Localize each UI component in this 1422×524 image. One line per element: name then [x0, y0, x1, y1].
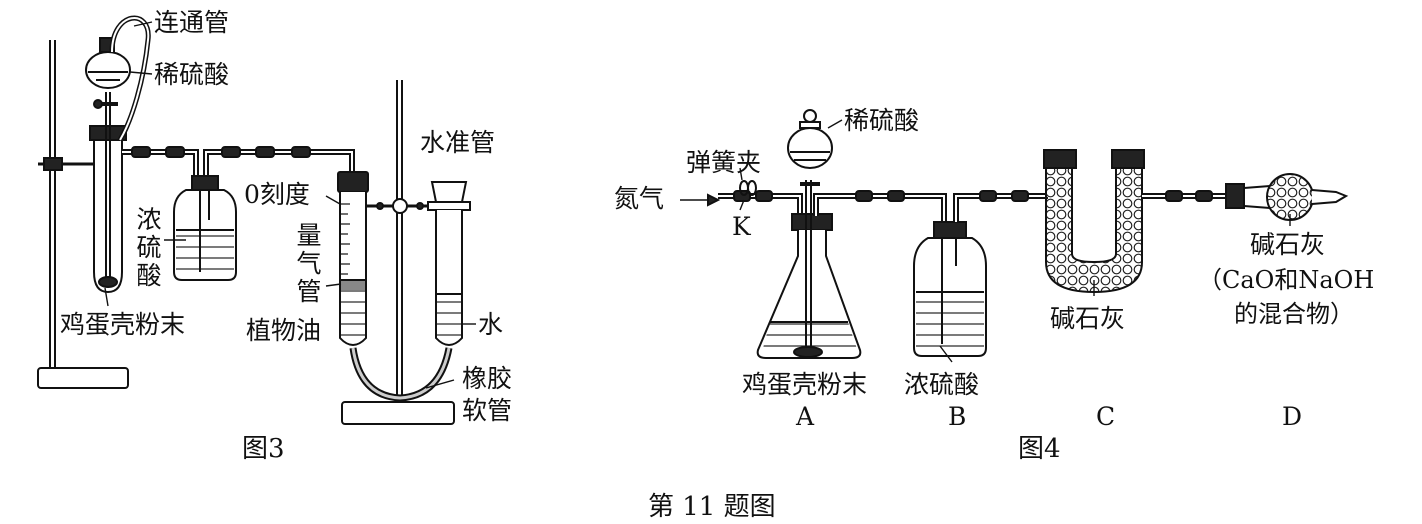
fig3-funnel: [85, 37, 131, 109]
fig3-rubber-tube-label-2: 软管: [462, 396, 513, 425]
fig4-soda-lime-c-label: 碱石灰: [1050, 304, 1126, 333]
fig3-zero-mark-label: 0刻度: [244, 180, 310, 209]
fig4-clip-k-label: K: [732, 212, 751, 241]
fig4-label-a: A: [796, 402, 815, 431]
fig3-level-tube-label: 水准管: [420, 128, 496, 157]
fig4-bottle-b: [913, 221, 987, 357]
fig3-eggshell-label: 鸡蛋壳粉末: [60, 310, 186, 339]
fig4-soda-lime-d-label: 碱石灰: [1250, 230, 1326, 259]
fig4-soda-lime-note-2: 的混合物）: [1234, 300, 1354, 328]
fig3-burette: [337, 171, 369, 346]
fig4-drying-tube: [1225, 173, 1349, 221]
fig3-burette-label: 量气管: [296, 221, 322, 306]
fig3-title: 图3: [242, 434, 285, 464]
fig4-spring-clip-label: 弹簧夹: [686, 148, 762, 177]
fig4-title: 图4: [1018, 434, 1061, 464]
fig4-nitrogen-label: 氮气: [614, 184, 665, 213]
fig3-water-label: 水: [478, 310, 504, 339]
fig4-label-c: C: [1096, 402, 1116, 431]
question-caption: 第 11 题图: [648, 492, 776, 522]
fig3-veg-oil-label: 植物油: [246, 316, 322, 345]
fig4-leaders: [739, 119, 1291, 363]
fig4-inlet: [680, 180, 803, 216]
fig4-label-d: D: [1282, 402, 1303, 431]
fig3-rubber-tube-label-1: 橡胶: [462, 364, 513, 393]
fig4-tube-ab: [813, 190, 947, 222]
fig3-connecting-tube-label: 连通管: [154, 8, 230, 37]
fig3-right-stand: [341, 80, 455, 425]
fig3-apparatus: [37, 15, 476, 425]
fig4-funnel: [787, 109, 833, 186]
fig4-tube-cd: [1142, 190, 1230, 202]
fig4-label-b: B: [948, 402, 967, 431]
fig3-leaders: [104, 21, 476, 389]
fig3-level-tube: [427, 181, 471, 346]
fig3-test-tube: [89, 92, 127, 294]
fig4-flask-a: [756, 180, 862, 359]
fig4-dilute-acid-label: 稀硫酸: [844, 106, 920, 135]
fig4-apparatus: [680, 109, 1349, 363]
fig3-dilute-acid-label: 稀硫酸: [154, 60, 230, 89]
fig4-eggshell-label: 鸡蛋壳粉末: [742, 370, 868, 399]
fig3-acid-bottle: [173, 175, 237, 281]
fig3-tubing: [122, 146, 355, 176]
fig4-tube-bc: [953, 190, 1048, 222]
fig4-soda-lime-note-1: （CaO和NaOH: [1198, 266, 1375, 294]
fig4-u-tube: [1043, 149, 1145, 294]
fig3-conc-acid-label: 浓硫酸: [136, 205, 162, 290]
fig4-conc-acid-label: 浓硫酸: [904, 370, 980, 399]
